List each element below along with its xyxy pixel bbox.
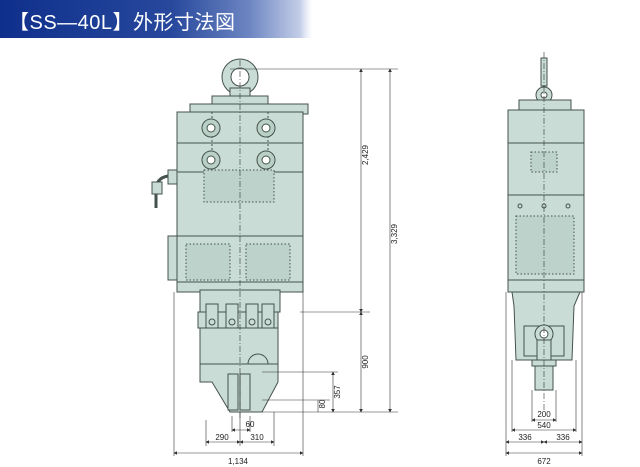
title-banner: 【SS―40L】外形寸法図: [0, 0, 312, 38]
front-side-bracket: [167, 235, 178, 281]
side-lower-plate: [515, 215, 575, 275]
page-title: 【SS―40L】外形寸法図: [9, 12, 236, 34]
dim-side-336-right: 336: [556, 433, 570, 442]
dim-side-336-left: 336: [518, 433, 532, 442]
dim-side-540: 540: [537, 421, 551, 430]
dim-jaw-80: 80: [318, 399, 327, 408]
side-bottom-flange: [507, 279, 585, 293]
front-clamp: [197, 303, 279, 413]
dim-side-200: 200: [537, 410, 551, 419]
dim-total-width-side: 672: [537, 457, 551, 466]
dim-total-width-front: 1,134: [228, 457, 249, 466]
dim-jaw-357: 357: [333, 385, 342, 399]
dim-width-60: 60: [246, 420, 255, 429]
dim-upper-height: 2,429: [361, 144, 370, 165]
dim-width-290: 290: [215, 433, 229, 442]
front-lower-plate-right: [245, 243, 291, 281]
front-view: [151, 58, 309, 420]
side-view: [507, 52, 585, 410]
title-banner-background: [0, 0, 312, 38]
title-banner-fade: [300, 0, 312, 38]
dim-width-310: 310: [250, 433, 264, 442]
front-lower-plate-left: [185, 243, 231, 281]
front-bolt-flanges: [201, 118, 276, 170]
side-dimensions: [505, 292, 583, 456]
front-dimensions: [173, 68, 398, 456]
front-side-hose: [151, 169, 178, 208]
dim-total-height: 3,329: [390, 223, 399, 244]
front-upper-plate: [203, 169, 275, 203]
dim-lower-height: 900: [361, 355, 370, 369]
